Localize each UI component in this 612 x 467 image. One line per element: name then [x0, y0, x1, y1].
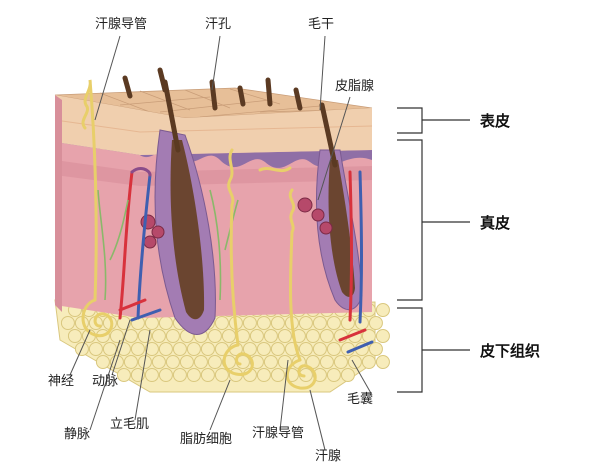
fat-cell [221, 329, 236, 343]
fat-cell [242, 316, 257, 330]
fat-cell [60, 316, 75, 330]
fat-cell [95, 355, 110, 369]
fat-cell [186, 342, 201, 356]
fat-cell [151, 355, 166, 369]
label-artery: 动脉 [92, 374, 119, 389]
fat-cell [368, 316, 383, 330]
fat-cell [263, 329, 278, 343]
label-sweat-gland: 汗腺 [315, 449, 342, 464]
fat-cell [361, 355, 376, 369]
fat-cell [340, 368, 355, 382]
leader-lines [69, 35, 373, 451]
fat-cell [158, 342, 173, 356]
label-vein: 静脉 [64, 427, 91, 442]
fat-cell [319, 329, 334, 343]
fat-cell [263, 355, 278, 369]
fat-cell [305, 329, 320, 343]
fat-cell [102, 342, 117, 356]
fat-cell [326, 316, 341, 330]
fat-cell [88, 342, 103, 356]
fat-cell [144, 342, 159, 356]
fat-cell [123, 355, 138, 369]
layer-label-epidermis: 表皮 [480, 112, 511, 130]
fat-cell [256, 342, 271, 356]
label-nerve: 神经 [48, 374, 75, 389]
fat-cell [298, 316, 313, 330]
label-fat-cell: 脂肪细胞 [180, 432, 233, 447]
fat-cell [326, 368, 341, 382]
layer-label-dermis: 真皮 [480, 214, 511, 232]
fat-cell [347, 355, 362, 369]
fat-cell [312, 368, 327, 382]
fat-cell [144, 316, 159, 330]
label-sweat-duct-top: 汗腺导管 [95, 17, 148, 32]
fat-cell [354, 316, 369, 330]
fat-cell [375, 303, 390, 317]
label-hair-shaft: 毛干 [308, 17, 335, 32]
fat-cell [277, 329, 292, 343]
fat-cell [144, 368, 159, 382]
fat-cell [200, 342, 215, 356]
label-sebaceous-gland: 皮脂腺 [335, 79, 375, 94]
fat-cell [193, 355, 208, 369]
fat-cell [130, 368, 145, 382]
fat-cell [207, 355, 222, 369]
label-arrector-pili: 立毛肌 [110, 417, 150, 432]
fat-cell [326, 342, 341, 356]
fat-cell [158, 316, 173, 330]
fat-cell [270, 342, 285, 356]
fat-cell [270, 368, 285, 382]
layer-label-hypodermis: 皮下组织 [480, 342, 541, 360]
blood-vessels [118, 167, 374, 354]
fat-cell [319, 355, 334, 369]
fat-cell [312, 316, 327, 330]
fat-cell [340, 316, 355, 330]
fat-cell [109, 329, 124, 343]
fat-cell [333, 355, 348, 369]
fat-cell [165, 355, 180, 369]
fat-cell [368, 342, 383, 356]
fat-cell [172, 342, 187, 356]
fat-cell [298, 342, 313, 356]
fat-cell [214, 368, 229, 382]
dermis-layer [55, 135, 372, 318]
sweat-ducts [81, 79, 317, 390]
fat-cell [200, 368, 215, 382]
fat-cell [207, 329, 222, 343]
fat-cell [249, 329, 264, 343]
fat-cell [214, 316, 229, 330]
label-hair-follicle: 毛囊 [347, 392, 374, 407]
fat-cell [256, 316, 271, 330]
label-sweat-pore: 汗孔 [205, 17, 232, 32]
fat-cell [165, 329, 180, 343]
fat-cell [179, 355, 194, 369]
hair-follicle [154, 129, 363, 335]
fat-cell [277, 355, 292, 369]
fat-cell [270, 316, 285, 330]
fat-cell [375, 355, 390, 369]
fat-cell [116, 368, 131, 382]
fat-cell [67, 329, 82, 343]
fat-cell [375, 329, 390, 343]
fat-cell [186, 368, 201, 382]
layer-brackets [397, 107, 470, 393]
fat-cell [172, 368, 187, 382]
label-sweat-duct-bottom: 汗腺导管 [252, 426, 305, 441]
fat-cell [116, 316, 131, 330]
fat-cell [130, 342, 145, 356]
fat-cell [158, 368, 173, 382]
fat-cell [151, 329, 166, 343]
fat-cell [256, 368, 271, 382]
fat-cell [312, 342, 327, 356]
